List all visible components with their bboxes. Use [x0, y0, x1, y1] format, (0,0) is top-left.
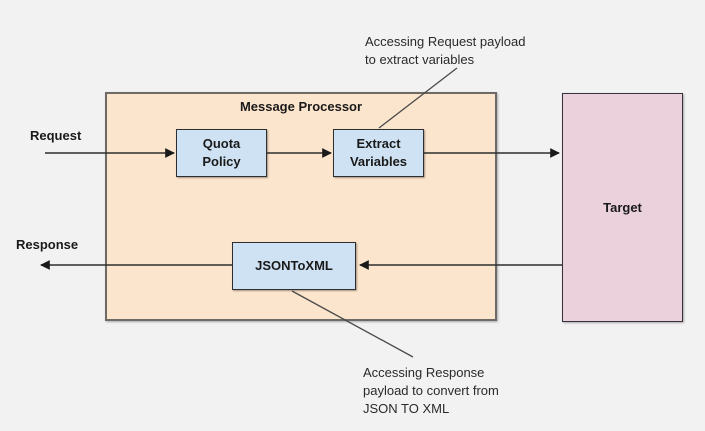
target-box: Target	[562, 93, 683, 322]
extract-variables-node: Extract Variables	[333, 129, 424, 177]
quota-policy-node: Quota Policy	[176, 129, 267, 177]
json-to-xml-node: JSONToXML	[232, 242, 356, 290]
message-processor-title: Message Processor	[239, 99, 363, 114]
target-label: Target	[603, 200, 642, 215]
response-label: Response	[16, 237, 79, 252]
request-payload-annotation: Accessing Request payload to extract var…	[365, 34, 526, 67]
request-label: Request	[30, 128, 82, 143]
response-payload-annotation: Accessing Response payload to convert fr…	[363, 365, 499, 416]
